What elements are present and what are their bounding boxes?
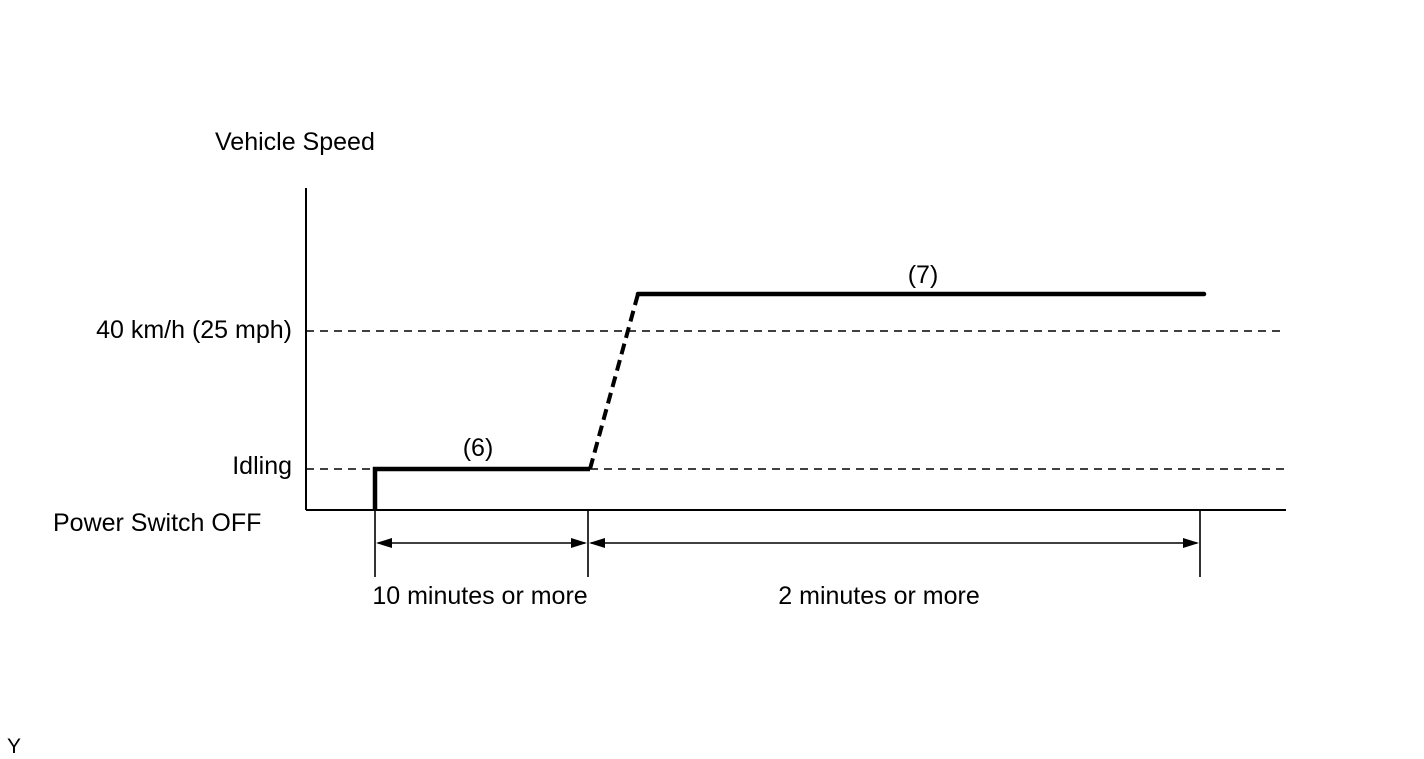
baseline-label: Power Switch OFF bbox=[53, 509, 261, 537]
arrowhead-right-icon bbox=[1183, 538, 1199, 548]
segment-label-7: (7) bbox=[908, 261, 939, 289]
speed-level-label: 40 km/h (25 mph) bbox=[96, 316, 292, 344]
arrowhead-left-icon bbox=[589, 538, 605, 548]
y-axis-title: Vehicle Speed bbox=[215, 128, 375, 156]
figure-mark: Y bbox=[7, 735, 21, 758]
arrowhead-right-icon bbox=[571, 538, 587, 548]
idle-segment bbox=[372, 466, 590, 510]
interval-label-10-minutes: 10 minutes or more bbox=[372, 582, 587, 610]
arrowhead-left-icon bbox=[376, 538, 392, 548]
acceleration-segment bbox=[588, 293, 640, 470]
interval-label-2-minutes: 2 minutes or more bbox=[778, 582, 979, 610]
segment-label-6: (6) bbox=[463, 434, 494, 462]
idle-level-label: Idling bbox=[232, 452, 292, 480]
